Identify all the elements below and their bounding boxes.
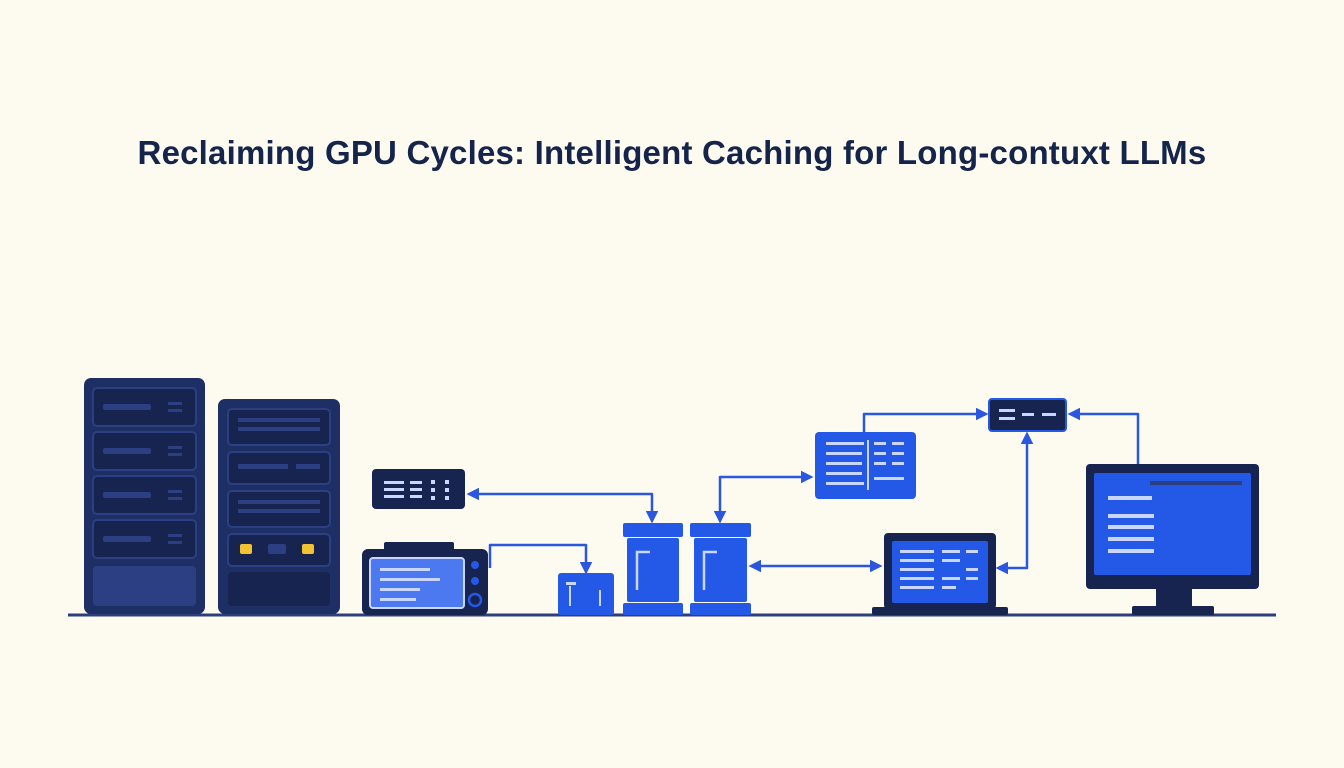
page-title: Reclaiming GPU Cycles: Intelligent Cachi… bbox=[137, 134, 1207, 171]
rack-unit bbox=[92, 387, 197, 427]
rack-unit bbox=[92, 519, 197, 559]
memory-panel-icon bbox=[815, 432, 916, 499]
storage-cylinder-icon bbox=[690, 523, 751, 615]
router-icon bbox=[988, 398, 1067, 432]
storage-cylinder-icon bbox=[623, 523, 683, 615]
cache-module-icon bbox=[558, 573, 614, 615]
network-switch-icon bbox=[372, 469, 465, 509]
connectors bbox=[466, 407, 1140, 575]
laptop-icon bbox=[872, 533, 1008, 615]
connector-storage-to-memory-panel bbox=[713, 470, 814, 524]
connector-gpu-to-cache bbox=[488, 543, 593, 575]
connector-monitor-to-router bbox=[1067, 407, 1140, 465]
server-rack-icon bbox=[84, 378, 205, 614]
rack-unit bbox=[92, 475, 197, 515]
connector-switch-to-storage bbox=[466, 487, 659, 524]
desktop-monitor-icon bbox=[1086, 464, 1259, 615]
status-led bbox=[240, 544, 252, 554]
status-led bbox=[302, 544, 314, 554]
server-cabinet-icon bbox=[218, 399, 340, 614]
connector-memory-panel-to-router bbox=[862, 407, 989, 432]
gpu-device-icon bbox=[362, 542, 488, 615]
rack-unit bbox=[92, 431, 197, 471]
connector-laptop-to-router bbox=[995, 431, 1034, 575]
